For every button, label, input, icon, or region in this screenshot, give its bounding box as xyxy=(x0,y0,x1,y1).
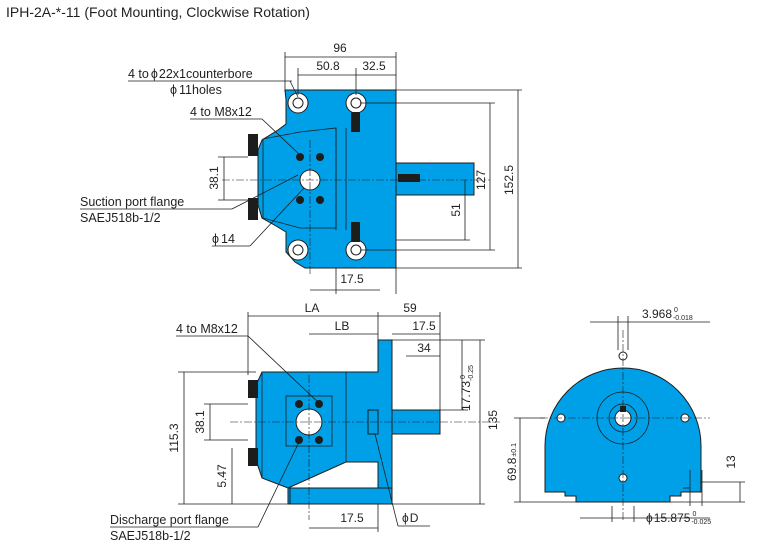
side-view: LA 59 LB 17.5 34 17.730-0.25 135 115.3 3… xyxy=(110,301,500,543)
dim-lb: LB xyxy=(335,319,350,333)
dim-phi-d: ϕD xyxy=(402,511,419,525)
top-view: 96 50.8 32.5 38.1 51 127 152.5 17.5 4 to… xyxy=(80,41,522,294)
dim-115-3: 115.3 xyxy=(167,423,181,452)
dim-59: 59 xyxy=(403,301,417,315)
dim-17-5-top: 17.5 xyxy=(340,272,364,286)
label-bolts-top: 4 to M8x12 xyxy=(190,105,252,119)
dim-96: 96 xyxy=(333,41,347,55)
label-discharge-flange: Discharge port flange xyxy=(110,513,229,527)
dim-13: 13 xyxy=(724,455,738,469)
dim-38-1-top: 38.1 xyxy=(207,166,221,190)
dim-51: 51 xyxy=(449,203,463,217)
dim-17-5-side: 17.5 xyxy=(412,319,436,333)
top-body xyxy=(257,89,397,269)
dim-17-5-bottom: 17.5 xyxy=(340,511,364,525)
label-discharge-std: SAEJ518b-1/2 xyxy=(110,529,191,543)
dim-152-5: 152.5 xyxy=(502,165,516,195)
label-suction-std: SAEJ518b-1/2 xyxy=(80,211,161,225)
dim-38-1-side: 38.1 xyxy=(193,410,207,434)
dim-127: 127 xyxy=(474,170,488,190)
diagram-title: IPH-2A-*-11 (Foot Mounting, Clockwise Ro… xyxy=(6,4,310,20)
dim-34: 34 xyxy=(417,341,431,355)
label-bolts-side: 4 to M8x12 xyxy=(176,322,238,336)
dim-69-8: 69.8±0.1 xyxy=(505,443,519,481)
dim-17-73: 17.730-0.25 xyxy=(459,365,475,411)
dim-50-8: 50.8 xyxy=(316,59,340,73)
dim-135: 135 xyxy=(486,410,500,430)
dim-32-5: 32.5 xyxy=(362,59,386,73)
dim-la: LA xyxy=(305,301,320,315)
dim-5-47: 5.47 xyxy=(215,464,229,488)
label-suction-flange: Suction port flange xyxy=(80,195,184,209)
